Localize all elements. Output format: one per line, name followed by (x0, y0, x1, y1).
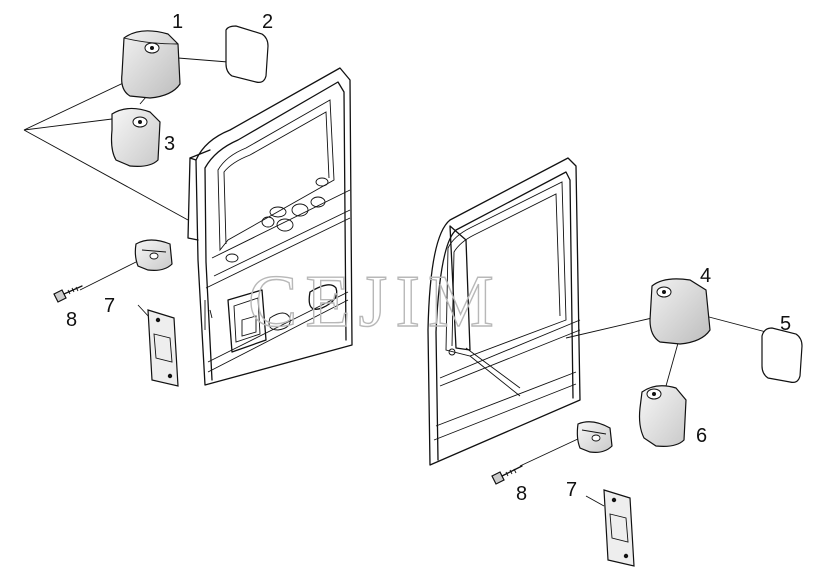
callout-4: 4 (700, 265, 711, 287)
callout-2: 2 (262, 11, 273, 33)
striker-plate-left (147, 309, 179, 387)
callout-5: 5 (780, 313, 791, 335)
mirror-head-left (121, 30, 181, 99)
mirror-glass-right (761, 327, 803, 383)
callout-7-right: 7 (566, 479, 577, 501)
bracket-left (134, 239, 173, 271)
left-door (187, 67, 353, 386)
striker-plate-right (603, 489, 635, 567)
screw-left (53, 285, 83, 303)
bracket-right (576, 421, 613, 453)
lower-mirror-left (110, 107, 161, 167)
callout-3: 3 (164, 133, 175, 155)
mirror-glass-left (225, 25, 269, 83)
mirror-head-right (649, 278, 711, 345)
watermark-text: CEJIM (248, 261, 502, 343)
left-leader-lines (23, 57, 229, 319)
callout-8-right: 8 (516, 483, 527, 505)
callout-6: 6 (696, 425, 707, 447)
callout-8-left: 8 (66, 309, 77, 331)
callout-7-left: 7 (104, 295, 115, 317)
callout-1: 1 (172, 11, 183, 33)
right-door (427, 157, 581, 466)
screw-right (491, 465, 523, 485)
lower-mirror-right (638, 385, 687, 447)
